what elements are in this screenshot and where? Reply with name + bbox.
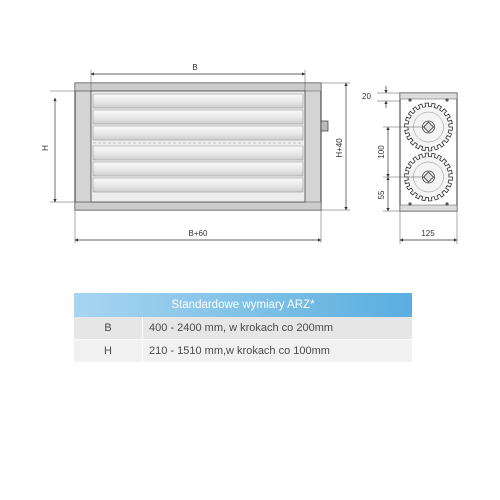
drive-shaft [320,120,329,132]
dim-label-100: 100 [377,145,386,159]
dim-label-b: B [192,63,197,72]
blade [92,109,304,125]
front-view: B B+60 H H+40 [41,63,350,243]
blade [92,125,304,141]
damper-blades [92,93,304,193]
dim-label-20: 20 [362,92,371,101]
standard-dimensions-table: Standardowe wymiary ARZ* B 400 - 2400 mm… [74,293,412,362]
row-value: 210 - 1510 mm,w krokach co 100mm [142,339,412,362]
dim-label-55: 55 [377,190,386,199]
blade [92,161,304,177]
table-row: B 400 - 2400 mm, w krokach co 200mm [74,317,412,340]
dim-label-h40: H+40 [335,138,344,158]
top-flange [74,82,322,92]
dim-label-125: 125 [421,229,435,238]
row-key: B [74,317,143,340]
side-view: 20 100 55 125 [362,86,458,244]
row-key: H [74,339,143,362]
table-header: Standardowe wymiary ARZ* [74,293,412,317]
technical-drawing: B B+60 H H+40 20 [41,63,458,244]
blade [92,177,304,193]
blade [92,93,304,109]
blade [92,145,304,161]
table-row: H 210 - 1510 mm,w krokach co 100mm [74,339,412,362]
dim-label-h: H [41,145,50,151]
row-value: 400 - 2400 mm, w krokach co 200mm [142,317,412,340]
dim-label-b60: B+60 [189,229,208,238]
bottom-flange [74,201,322,211]
